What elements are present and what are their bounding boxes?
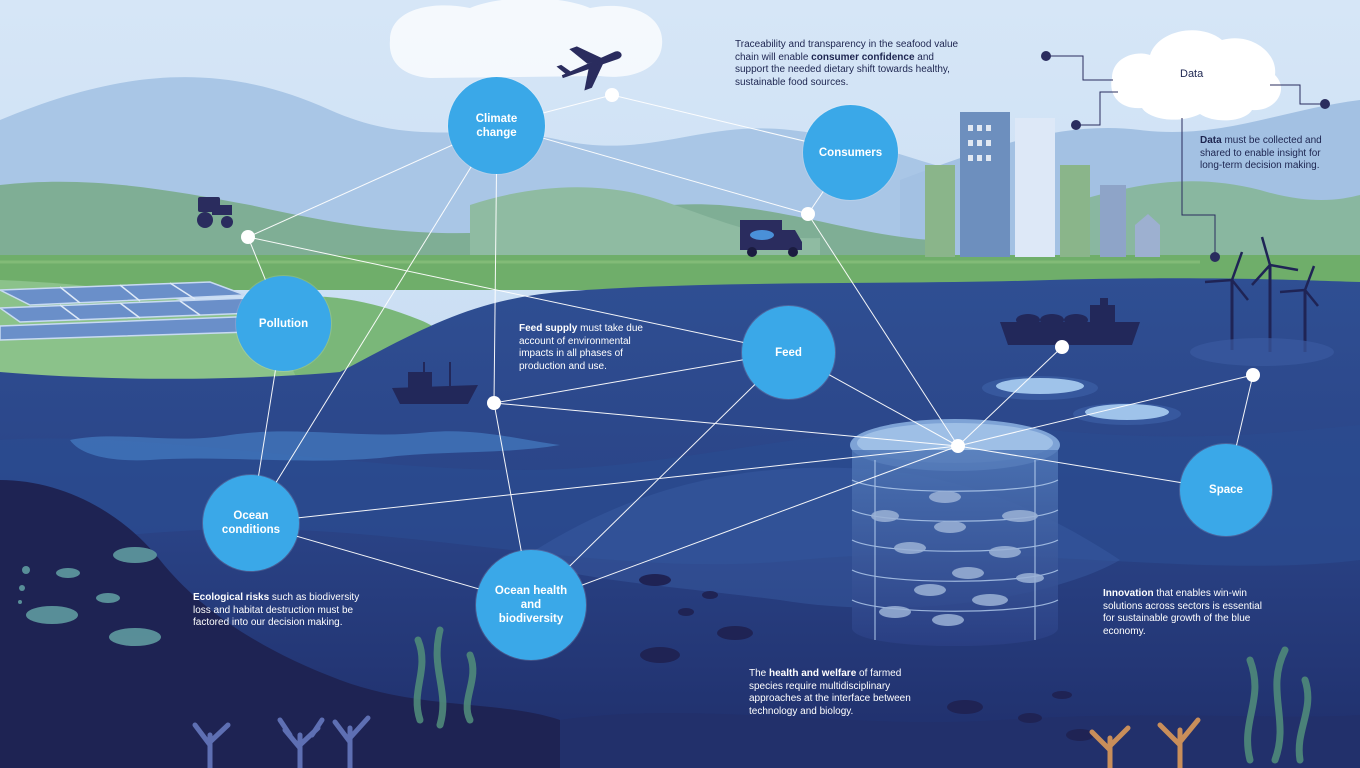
caption-health-bold: health and welfare	[769, 668, 857, 679]
node-pollution-label: Pollution	[258, 317, 309, 330]
node-consumers[interactable]: Consumers	[803, 105, 898, 200]
node-climate-change[interactable]: Climate change	[448, 77, 545, 174]
network-dot-fish-cage	[951, 439, 965, 453]
caption-consumer-confidence: Traceability and transparency in the sea…	[735, 39, 960, 89]
caption-innovation-post: that enables win-win solutions across se…	[1103, 588, 1262, 637]
caption-health-post: of farmed species require multidisciplin…	[749, 668, 911, 717]
caption-feed-post: must take due account of environmental i…	[519, 323, 643, 372]
node-ocean-health[interactable]: Ocean health and biodiversity	[476, 550, 586, 660]
network-dot-cargo-ship	[1055, 340, 1069, 354]
network-dot-wind-farm	[1246, 368, 1260, 382]
node-ocean-conditions[interactable]: Ocean conditions	[203, 475, 299, 571]
caption-health-pre: The	[749, 668, 770, 679]
caption-feed-supply: Feed supply must take due account of env…	[519, 323, 649, 373]
caption-health-welfare: The health and welfare of farmed species…	[749, 668, 924, 718]
network-dot-fishing-boat	[487, 396, 501, 410]
caption-innovation: Innovation that enables win-win solution…	[1103, 588, 1263, 638]
caption-data-bold: Data	[1200, 135, 1222, 146]
node-ocean-conditions-label: Ocean conditions	[221, 510, 281, 536]
node-consumers-label: Consumers	[818, 146, 883, 159]
node-space-label: Space	[1209, 484, 1243, 496]
network-dot-truck	[801, 207, 815, 221]
node-feed[interactable]: Feed	[742, 306, 835, 399]
caption-ecological-post: such as biodiversity loss and habitat de…	[193, 592, 360, 628]
caption-data: Data must be collected and shared to ena…	[1200, 135, 1340, 173]
caption-ecological-risks: Ecological risks such as biodiversity lo…	[193, 592, 378, 630]
data-cloud-label: Data	[1180, 68, 1204, 80]
node-pollution[interactable]: Pollution	[236, 276, 331, 371]
network-dot-airplane	[605, 88, 619, 102]
caption-feed-bold: Feed supply	[519, 323, 578, 334]
node-climate-change-label: Climate change	[475, 112, 518, 139]
caption-consumer-pre: Traceability and transparency in the sea…	[735, 39, 959, 63]
caption-innovation-bold: Innovation	[1103, 588, 1154, 599]
node-space[interactable]: Space	[1180, 444, 1272, 536]
network-dot-farmland	[241, 230, 255, 244]
node-ocean-health-label: Ocean health and biodiversity	[494, 585, 568, 625]
caption-consumer-post: and support the needed dietary shift tow…	[735, 51, 950, 88]
node-feed-label: Feed	[775, 346, 802, 359]
caption-ecological-bold: Ecological risks	[193, 592, 270, 603]
caption-consumer-bold: consumer confidence	[811, 51, 915, 63]
caption-data-post: must be collected and shared to enable i…	[1200, 135, 1322, 171]
